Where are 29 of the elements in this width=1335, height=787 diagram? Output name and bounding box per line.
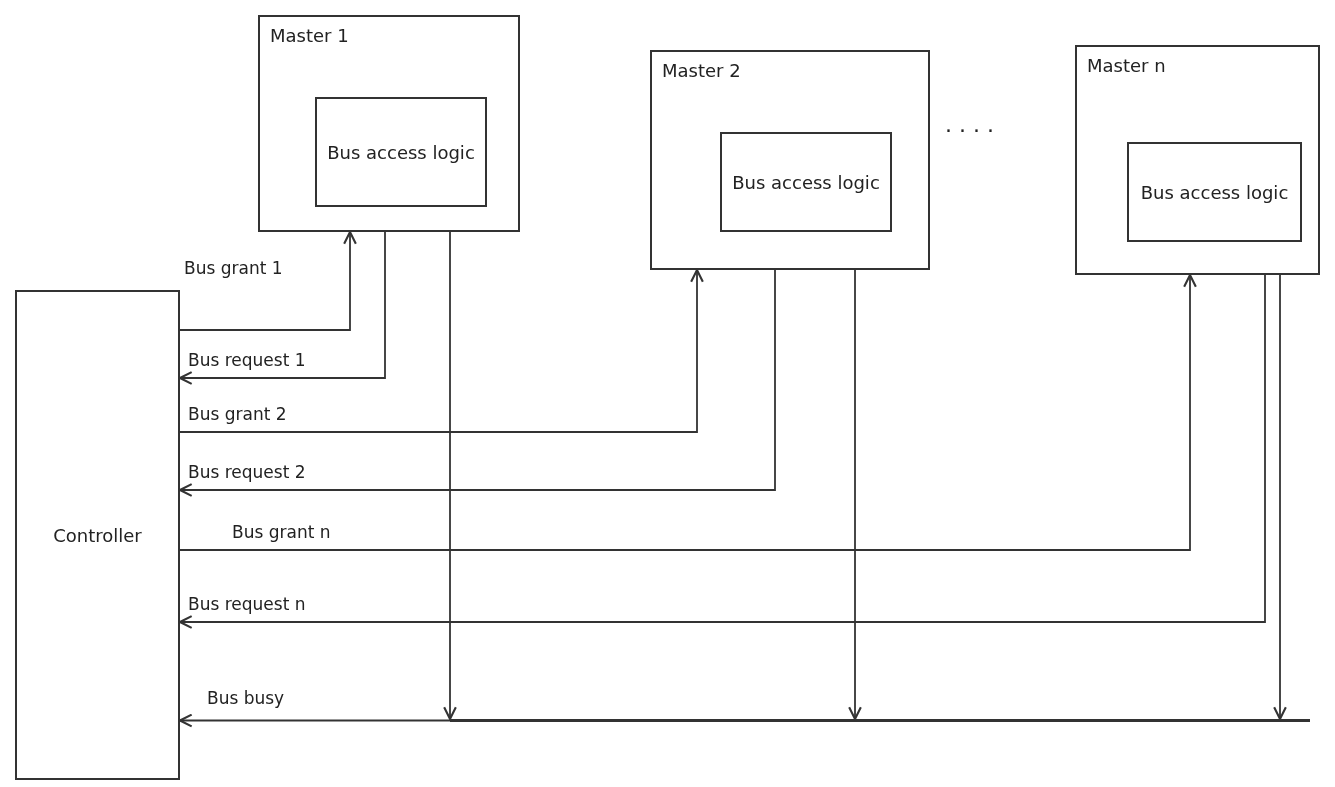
box-title: Master 1 (270, 25, 349, 46)
box-label: Bus access logic (732, 171, 880, 193)
edge-label: Bus request n (186, 594, 308, 614)
signal-arrow (178, 274, 1266, 629)
logic-box (720, 132, 892, 232)
logic-box (1127, 142, 1302, 242)
bus-line (450, 719, 1310, 722)
signal-arrow (443, 231, 457, 721)
box-label: Bus access logic (327, 141, 475, 163)
box-label: Controller (53, 524, 142, 546)
signal-arrow (179, 268, 704, 433)
edge-label: Bus grant n (230, 522, 333, 542)
signal-arrow (1273, 274, 1287, 721)
signal-arrow (179, 230, 357, 331)
signal-arrow (178, 713, 451, 728)
master-box (258, 15, 520, 232)
signal-arrow (179, 273, 1197, 551)
master-box (1075, 45, 1320, 275)
edge-label: Bus busy (205, 688, 287, 708)
master-box (650, 50, 930, 270)
box-label: Bus access logic (1140, 181, 1289, 203)
controller-box (15, 290, 180, 780)
box-title: Master 2 (662, 60, 741, 81)
logic-box (315, 97, 487, 207)
signal-arrow (848, 269, 862, 721)
ellipsis-label: · · · · (945, 118, 994, 143)
box-title: Master n (1087, 55, 1166, 76)
signal-arrow (178, 231, 386, 385)
signal-arrow (178, 269, 776, 497)
